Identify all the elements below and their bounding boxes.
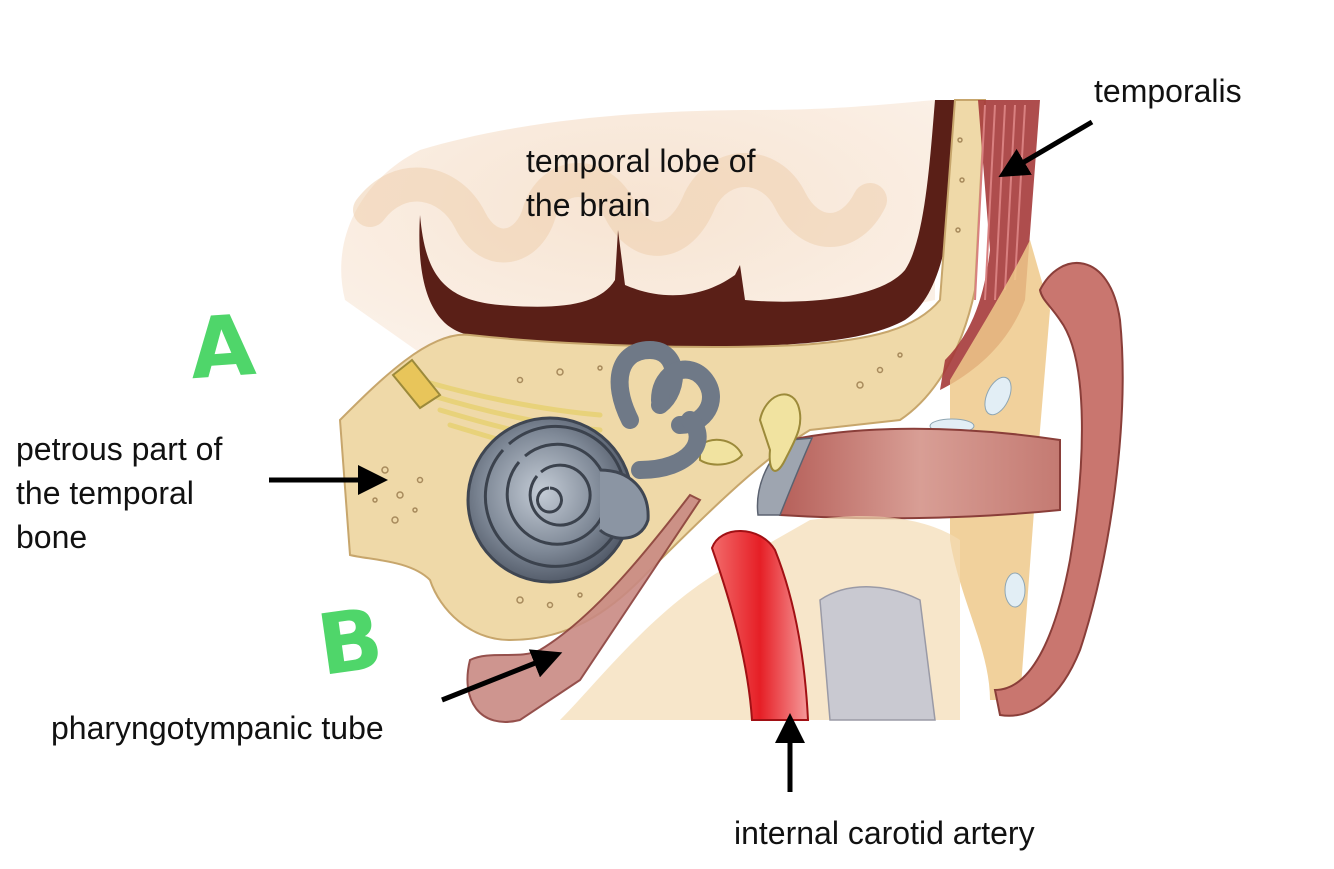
styloid-region [820, 587, 935, 720]
label-petrous-line1: petrous part of [16, 428, 222, 471]
label-petrous-line2: the temporal [16, 472, 194, 515]
label-pharyngotympanic-tube: pharyngotympanic tube [51, 707, 384, 750]
label-temporal-lobe-line2: the brain [526, 184, 651, 227]
external-acoustic-meatus [780, 429, 1060, 519]
handwritten-letter-a: A [187, 303, 258, 391]
handwritten-letter-b: B [312, 596, 387, 688]
label-temporal-lobe-line1: temporal lobe of [526, 140, 755, 183]
label-internal-carotid-artery: internal carotid artery [734, 812, 1035, 855]
cartilage-nodule-3 [1005, 573, 1025, 607]
label-petrous-line3: bone [16, 516, 87, 559]
label-temporalis: temporalis [1094, 70, 1242, 113]
